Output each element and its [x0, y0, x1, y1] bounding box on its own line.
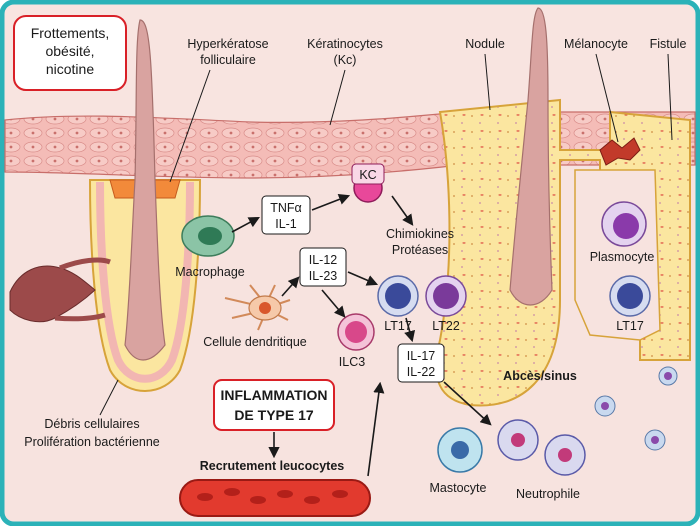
melanocyte-label: Mélanocyte — [564, 37, 628, 51]
arrows — [231, 194, 492, 477]
hyperkeratosis-label-1: Hyperkératose — [187, 37, 268, 51]
lt17-right-label: LT17 — [616, 319, 644, 333]
ilc3-nucleus — [345, 321, 367, 343]
chemokines-label: Chimiokines — [386, 227, 454, 241]
arrow-recruit-ilc3 — [367, 381, 385, 477]
keratinocytes-leader — [329, 69, 346, 126]
arrow-kc-chemokines — [391, 195, 414, 226]
keratinocytes-label-1: Kératinocytes — [307, 37, 383, 51]
arrow-lt17-il17 — [404, 317, 416, 343]
macrophage-nucleus — [198, 227, 222, 245]
red-blood-cells — [197, 488, 348, 504]
fistula-label: Fistule — [650, 37, 687, 51]
il23-label: IL-23 — [309, 269, 338, 283]
plasmocyte-label: Plasmocyte — [590, 250, 655, 264]
inflammation-line1: INFLAMMATION — [220, 387, 327, 403]
hyperkeratosis-leader — [169, 69, 211, 183]
lt17-nucleus — [385, 283, 411, 309]
hair-shaft-left — [124, 19, 166, 361]
dendritic-label: Cellule dendritique — [203, 335, 307, 349]
hyperkeratosis-label-2: folliculaire — [200, 53, 256, 67]
inflammation-line2: DE TYPE 17 — [234, 407, 314, 423]
proteases-label: Protéases — [392, 243, 448, 257]
debris-label-2: Prolifération bactérienne — [24, 435, 160, 449]
keratinocytes-label-2: (Kc) — [334, 53, 357, 67]
il1-label: IL-1 — [275, 217, 297, 231]
ruptured-tissue — [9, 265, 96, 323]
risk-factors-line1: Frottements, — [31, 25, 110, 41]
recruitment-label: Recrutement leucocytes — [200, 459, 345, 473]
inflammation-box — [213, 379, 335, 431]
arrow-macrophage-tnf — [231, 216, 260, 233]
tnf-label: TNFα — [270, 201, 302, 215]
risk-factors-line2: obésité, — [45, 43, 94, 59]
tnf-il1-box — [261, 195, 311, 235]
arrow-tnf-kc — [311, 194, 351, 211]
lt17-right-nucleus — [617, 283, 643, 309]
follicle-wall — [96, 181, 194, 383]
dendritic-cell — [224, 284, 291, 331]
debris-label-1: Débris cellulaires — [44, 417, 139, 431]
hair-shaft-right — [509, 7, 553, 306]
plasmocyte-nucleus — [613, 213, 639, 239]
arrow-il12-ilc3 — [321, 289, 346, 318]
nodule-leader — [484, 53, 491, 111]
risk-factors-box — [13, 15, 127, 91]
mastocyte-label: Mastocyte — [430, 481, 487, 495]
il12-label: IL-12 — [309, 253, 338, 267]
lt17-label: LT17 — [384, 319, 412, 333]
lt22-label: LT22 — [432, 319, 460, 333]
arrow-il12-lt17 — [347, 271, 379, 286]
neutrophile-nucleus-2 — [558, 448, 572, 462]
il17-label: IL-17 — [407, 349, 436, 363]
ilc3-label: ILC3 — [339, 355, 365, 369]
il17-il22-box — [397, 343, 445, 383]
abscess-cells — [594, 366, 678, 451]
debris-leader — [99, 379, 119, 416]
il22-label: IL-22 — [407, 365, 436, 379]
neutrophile-nucleus-1 — [511, 433, 525, 447]
kc-box — [351, 163, 385, 185]
arrow-il17-neutro — [443, 381, 492, 426]
macrophage-label: Macrophage — [175, 265, 245, 279]
arrow-dendritic-il12 — [281, 276, 300, 297]
mastocyte-nucleus — [451, 441, 469, 459]
kc-label: KC — [359, 168, 376, 182]
fistula-leader — [667, 53, 673, 141]
nodule-label: Nodule — [465, 37, 505, 51]
melanocyte-leader — [595, 53, 619, 143]
melanocyte-cell — [599, 137, 641, 166]
lt22-nucleus — [433, 283, 459, 309]
risk-factors-line3: nicotine — [46, 61, 94, 77]
ruptured-tissue-strands — [54, 257, 111, 322]
neutrophile-label: Neutrophile — [516, 487, 580, 501]
abscess-label: Abcès/sinus — [503, 369, 577, 383]
il12-il23-box — [299, 247, 347, 287]
